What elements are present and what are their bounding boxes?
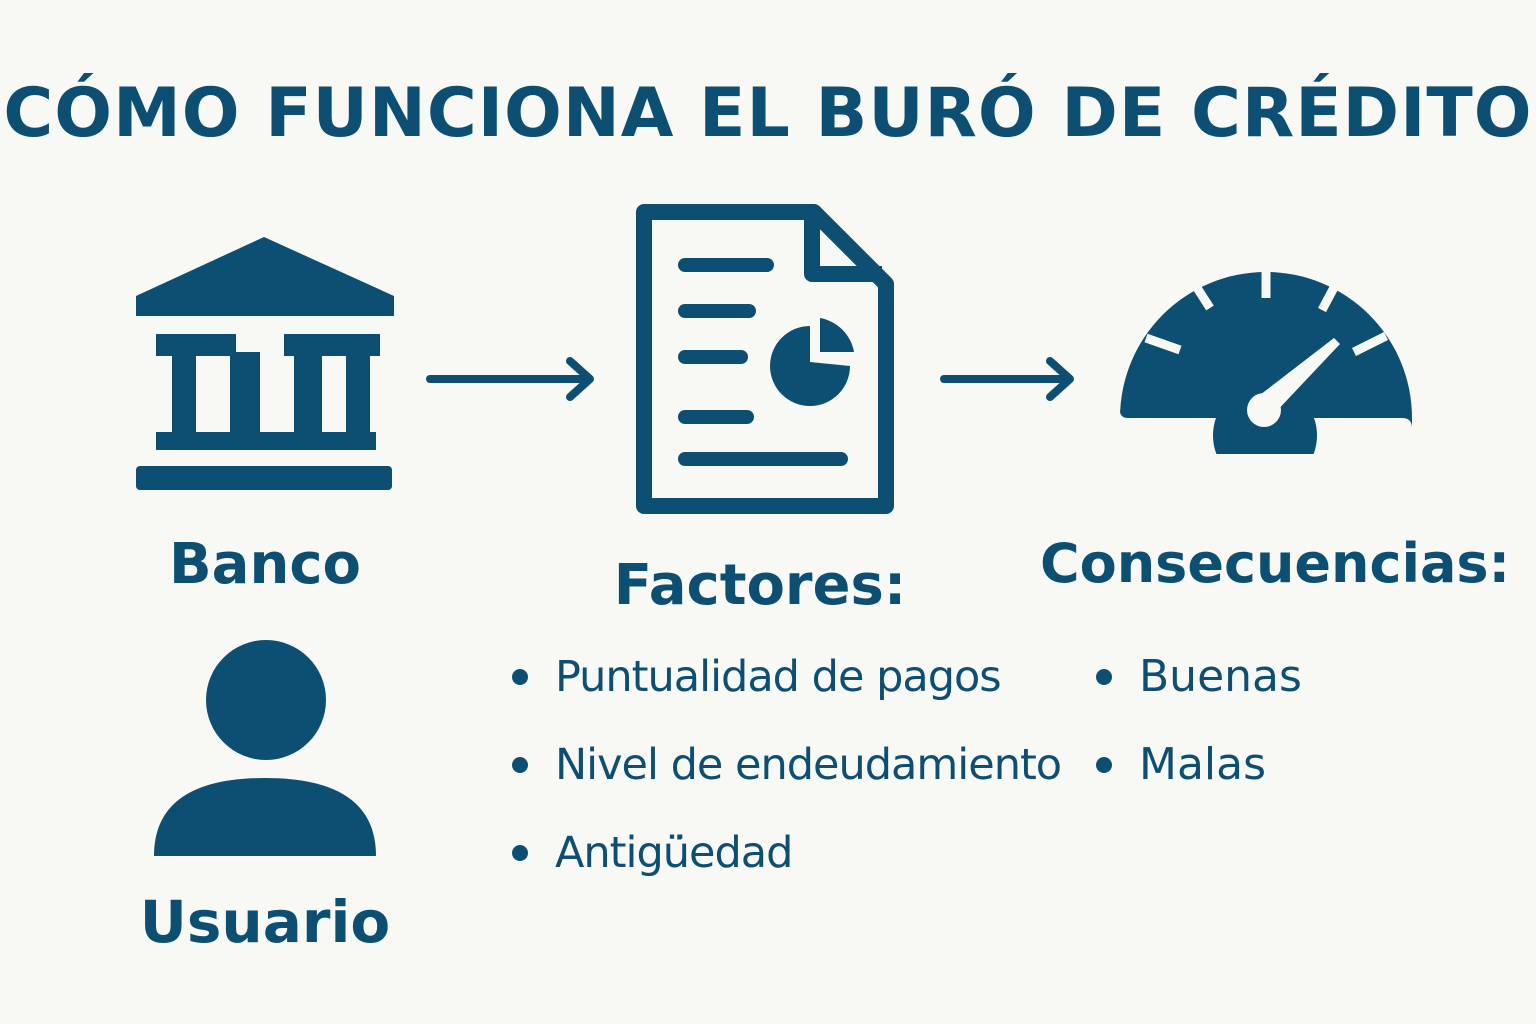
gauge-icon [1112,218,1418,454]
list-item: Nivel de endeudamiento [512,741,1072,829]
consequences-list: Buenas Malas [1096,653,1396,829]
factor-text: Nivel de endeudamiento [555,740,1062,790]
user-label: Usuario [139,888,391,956]
consequence-text: Buenas [1139,651,1302,702]
factor-text: Puntualidad de pagos [555,652,1002,702]
arrow-right-icon [426,356,598,402]
list-item: Puntualidad de pagos [512,653,1072,741]
bank-icon [134,234,396,496]
page-title: CÓMO FUNCIONA EL BURÓ DE CRÉDITO [3,74,1533,153]
factor-text: Antigü̇edad [555,828,793,878]
bank-label: Banco [168,532,361,597]
bullet-icon [512,757,528,773]
list-item: Buenas [1096,653,1396,741]
arrow-right-icon [938,356,1078,402]
bullet-icon [1096,757,1112,773]
list-item: Antigü̇edad [512,829,1072,917]
bullet-icon [1096,669,1112,685]
user-icon [152,638,378,860]
consequence-text: Malas [1139,739,1267,790]
bullet-icon [512,845,528,861]
list-item: Malas [1096,741,1396,829]
factors-list: Puntualidad de pagos Nivel de endeudamie… [512,653,1072,917]
report-document-icon [632,200,898,518]
factors-heading: Factores: [613,553,907,618]
consequences-heading: Consecuencias: [1040,532,1511,595]
bullet-icon [512,669,528,685]
